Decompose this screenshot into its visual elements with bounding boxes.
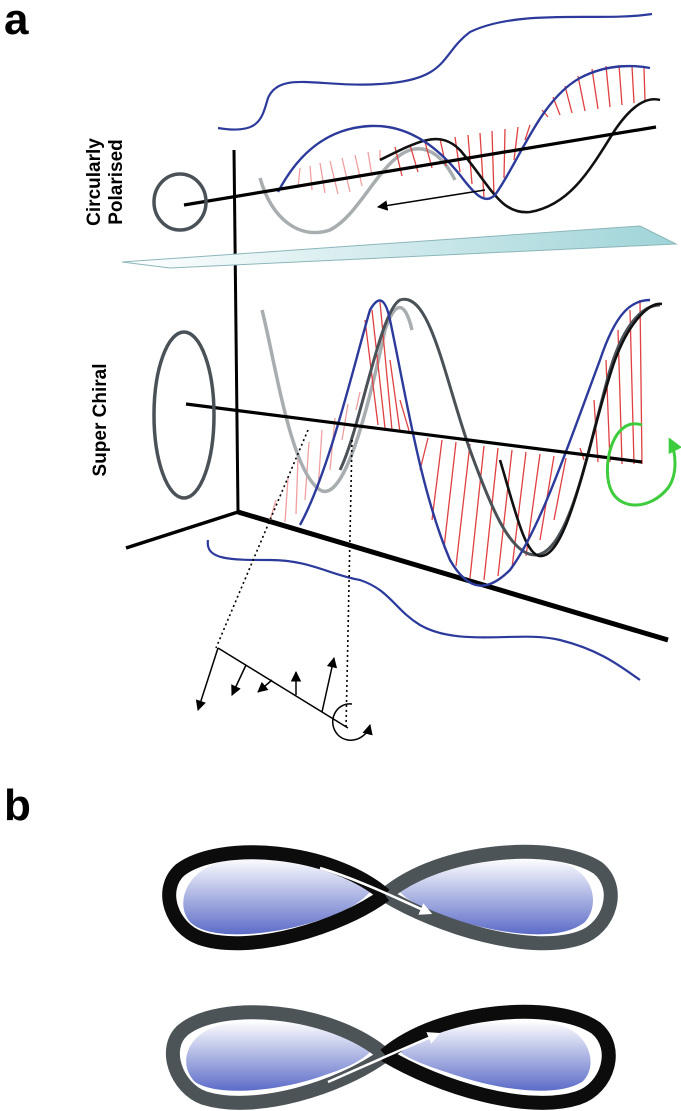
polarised-label: Polarised: [106, 139, 127, 225]
ribbon-bottom: [165, 1004, 616, 1110]
circularly-label: Circularly: [84, 138, 105, 226]
ribbon-top: [162, 844, 618, 951]
field-vector-inset: [195, 647, 373, 741]
circular-wave-group: [152, 64, 661, 235]
panel-a-label: a: [4, 0, 29, 44]
panel-b-label: b: [4, 781, 31, 830]
zoom-guide-lines: [215, 429, 353, 729]
green-rotation-arrow: [605, 422, 681, 507]
superchiral-wave-group: [152, 297, 681, 587]
super-chiral-label: Super Chiral: [90, 364, 111, 477]
top-envelope-projection: [217, 12, 653, 131]
coordinate-axes: [125, 149, 669, 643]
bottom-envelope-projection: [206, 539, 641, 681]
separator-plane: [121, 225, 678, 269]
